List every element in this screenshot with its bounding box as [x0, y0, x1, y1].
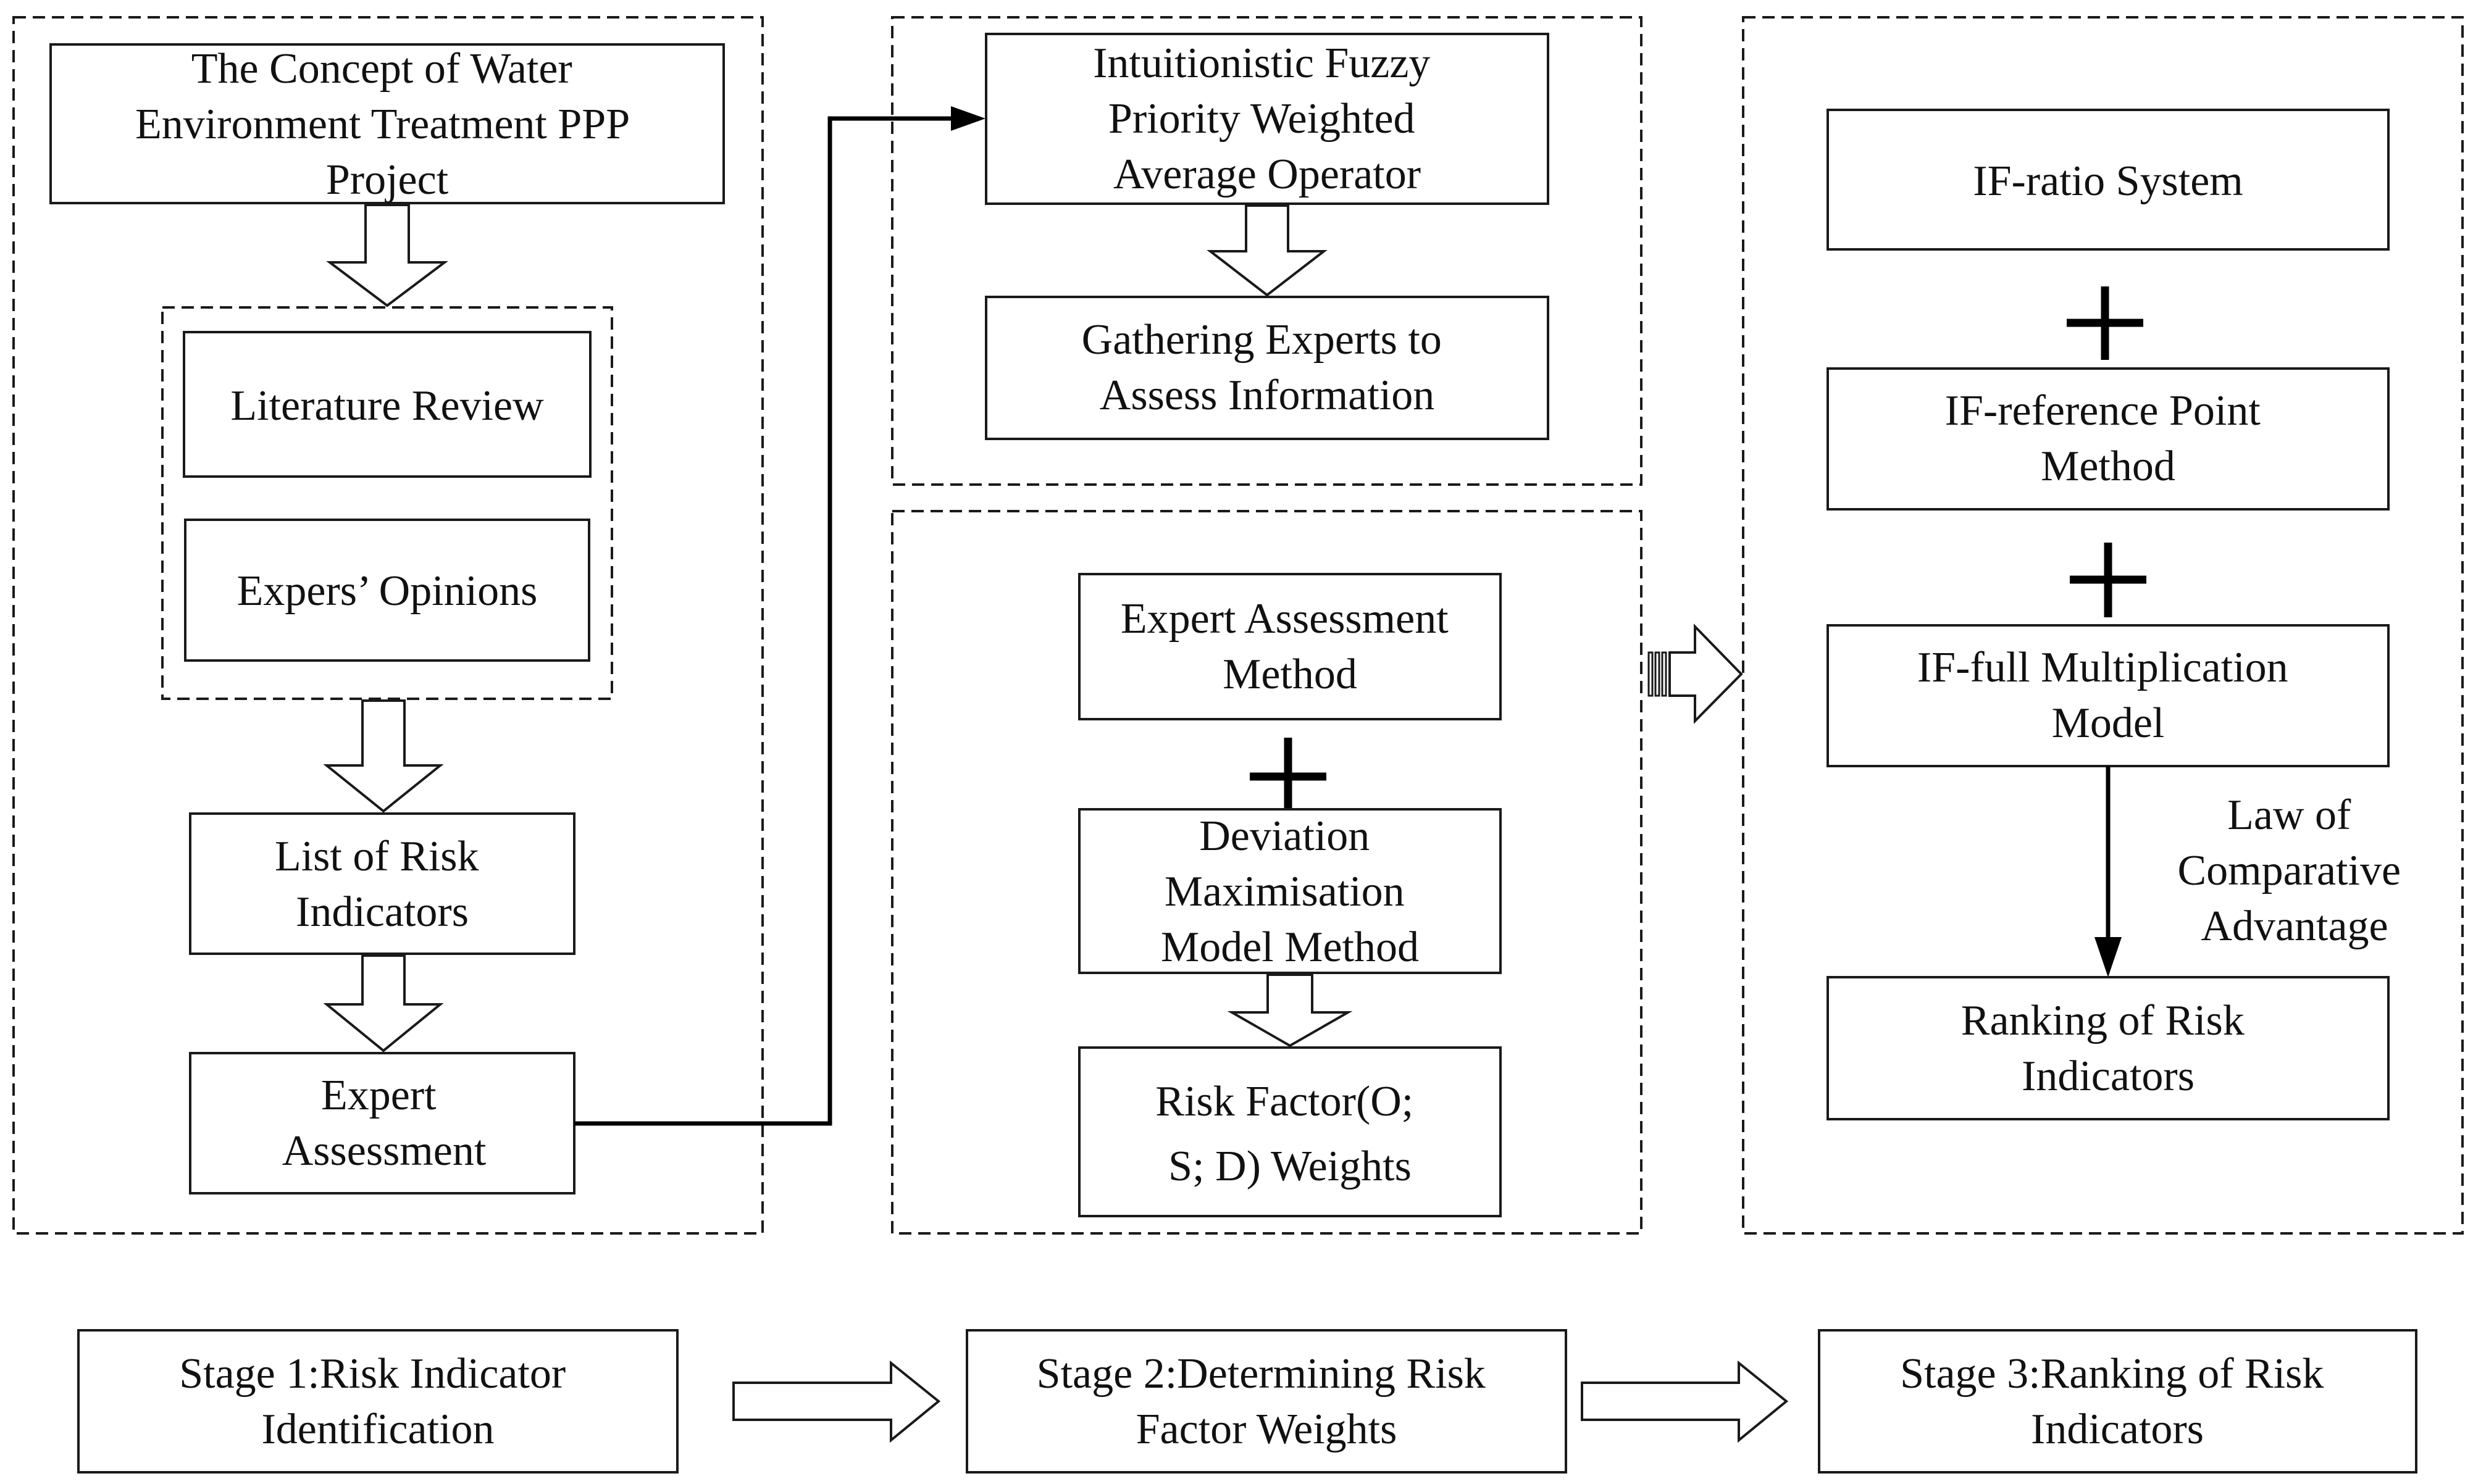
expert-opinions-text: Expers’ Opinions — [237, 567, 538, 615]
stage-right-arrow-1 — [732, 1360, 941, 1443]
law-comparative-advantage-label: Law of Comparative Advantage — [2177, 791, 2411, 950]
concept-box: The Concept of Water Environment Treatme… — [49, 43, 725, 204]
expert-assessment-text: Expert Assessment — [282, 1072, 487, 1175]
expert-opinions-box: Expers’ Opinions — [184, 519, 590, 662]
down-arrow-operator — [1207, 204, 1328, 297]
deviation-model-text: Deviation Maximisation Model Method — [1161, 812, 1419, 971]
if-multiplication-text: IF-full Multiplication Model — [1917, 644, 2299, 747]
connector-arrowhead — [951, 106, 985, 131]
stage3-label-box: Stage 3:Ranking of Risk Indicators — [1818, 1329, 2417, 1474]
striped-right-arrow-icon — [1647, 623, 1743, 724]
expert-method-text: Expert Assessment Method — [1121, 595, 1459, 698]
if-multiplication-box: IF-full Multiplication Model — [1827, 624, 2390, 767]
plus-icon — [1250, 738, 1326, 815]
literature-review-text: Literature Review — [230, 382, 544, 430]
stage3-section — [1742, 16, 2464, 1235]
risk-weights-text: Risk Factor(O; S; D) Weights — [1155, 1078, 1425, 1190]
down-arrow-deviation — [1227, 973, 1353, 1048]
expert-assessment-box: Expert Assessment — [189, 1052, 575, 1194]
if-reference-box: IF-reference Point Method — [1827, 367, 2390, 511]
if-ratio-box: IF-ratio System — [1827, 109, 2390, 251]
fuzzy-operator-box: Intuitionistic Fuzzy Priority Weighted A… — [985, 33, 1549, 205]
literature-opinions-group — [161, 306, 613, 700]
gathering-experts-text: Gathering Experts to Assess Information — [1082, 316, 1453, 419]
down-arrow-group — [323, 699, 444, 813]
down-arrowhead — [2094, 937, 2122, 977]
concept-text: The Concept of Water Environment Treatme… — [135, 45, 639, 204]
plus-icon — [2070, 543, 2146, 617]
literature-review-box: Literature Review — [183, 331, 592, 478]
ranking-text: Ranking of Risk Indicators — [1961, 997, 2255, 1100]
stage2-label: Stage 2:Determining Risk Factor Weights — [1037, 1350, 1497, 1453]
gathering-experts-box: Gathering Experts to Assess Information — [985, 296, 1549, 440]
stage3-label: Stage 3:Ranking of Risk Indicators — [1900, 1350, 2335, 1453]
down-arrow-list — [323, 954, 444, 1053]
stage1-label-box: Stage 1:Risk Indicator Identification — [77, 1329, 679, 1474]
stage2-label-box: Stage 2:Determining Risk Factor Weights — [966, 1329, 1567, 1474]
risk-list-box: List of Risk Indicators — [189, 812, 575, 955]
connector-line — [574, 116, 960, 1126]
if-reference-text: IF-reference Point Method — [1945, 387, 2272, 490]
down-arrow-concept — [326, 204, 448, 307]
ranking-box: Ranking of Risk Indicators — [1827, 976, 2390, 1120]
risk-weights-box: Risk Factor(O; S; D) Weights — [1078, 1046, 1502, 1217]
if-ratio-text: IF-ratio System — [1973, 157, 2243, 205]
deviation-model-box: Deviation Maximisation Model Method — [1078, 808, 1502, 974]
stage2-bottom-section — [891, 510, 1642, 1235]
plus-icon — [2067, 286, 2143, 360]
risk-list-text: List of Risk Indicators — [275, 833, 490, 936]
stage-right-arrow-2 — [1581, 1360, 1789, 1443]
fuzzy-operator-text: Intuitionistic Fuzzy Priority Weighted A… — [1093, 40, 1441, 198]
expert-method-box: Expert Assessment Method — [1078, 573, 1502, 720]
stage1-label: Stage 1:Risk Indicator Identification — [179, 1350, 577, 1453]
stage2-top-section — [891, 16, 1642, 486]
stage1-section — [12, 16, 764, 1235]
